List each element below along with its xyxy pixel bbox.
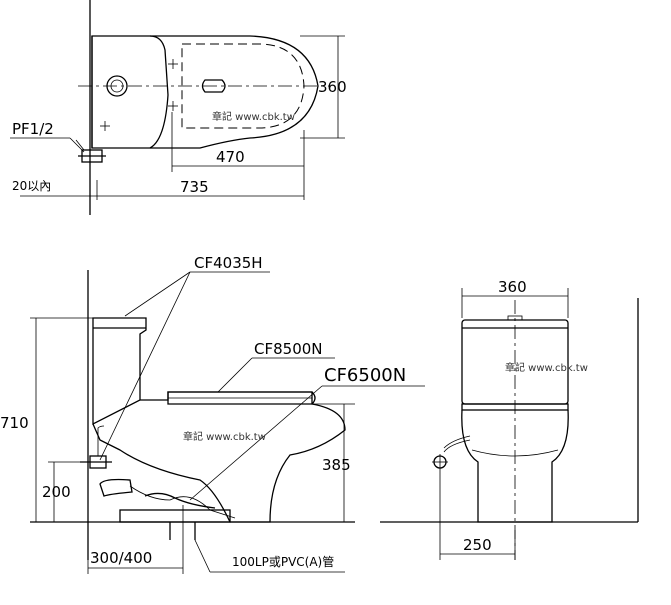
top-length-dim: 735 [180, 178, 209, 196]
top-bolt-marks [100, 59, 178, 131]
side-rough-in-dim: 300/400 [90, 549, 152, 567]
seat-label: CF8500N [254, 340, 323, 358]
side-view: CF4035H CF8500N CF6500N 710 385 200 300/… [0, 254, 425, 574]
flush-button-icon [106, 75, 128, 97]
bowl-label: CF6500N [324, 365, 406, 386]
side-height-dim: 710 [0, 414, 29, 432]
side-tank-outline [92, 317, 147, 426]
side-bowl-outline [92, 391, 346, 523]
top-depth-dim: 360 [318, 78, 347, 96]
watermark-front: 章記 www.cbk.tw [505, 361, 588, 374]
watermark-top: 章記 www.cbk.tw [212, 110, 295, 123]
side-trapway [99, 478, 133, 497]
flush-button-inner-icon [110, 79, 124, 93]
top-view: 360 470 735 20以內 PF1/2 章記 www.cbk.tw [10, 0, 347, 215]
side-flange [119, 509, 231, 523]
top-flush-hole [201, 79, 226, 93]
front-supply-offset-dim: 250 [463, 536, 492, 554]
top-bowl-outline [150, 35, 319, 149]
side-seat-height-dim: 385 [322, 456, 351, 474]
top-outlet-dim: 470 [216, 148, 245, 166]
drain-label: 100LP或PVC(A)管 [232, 554, 334, 569]
front-view: 360 250 章記 www.cbk.tw [380, 278, 639, 560]
front-width-dim: 360 [498, 278, 527, 296]
top-tank-outline [91, 35, 169, 149]
side-supply-height-dim: 200 [42, 483, 71, 501]
tank-label: CF4035H [194, 254, 263, 272]
front-bowl [461, 409, 569, 523]
supply-label: PF1/2 [12, 120, 54, 138]
watermark-side: 章記 www.cbk.tw [183, 430, 266, 443]
side-trap-curve [129, 485, 236, 519]
top-wall-gap-dim: 20以內 [12, 179, 51, 193]
